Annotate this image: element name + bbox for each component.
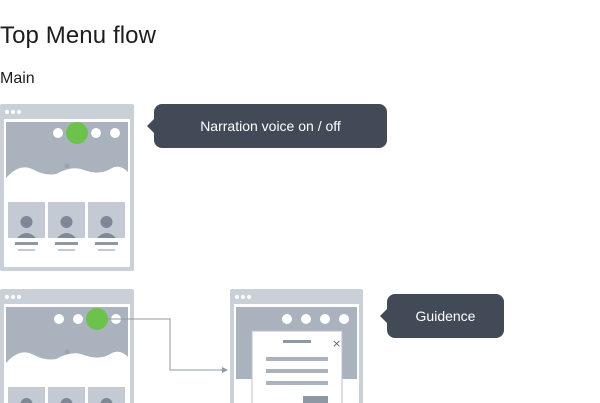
wireframe-main-screen [0, 104, 134, 271]
hero-image [6, 122, 128, 194]
wireframe-guidance-popup: × [230, 289, 363, 403]
callout-narration: Narration voice on / off [147, 104, 387, 148]
highlight-narration-toggle [66, 122, 88, 144]
close-icon: × [332, 337, 341, 350]
callout-guidance: Guidence [380, 294, 504, 338]
page-title: Top Menu flow [0, 22, 157, 49]
highlight-guidance-button [86, 308, 108, 330]
section-label: Main [0, 70, 35, 87]
flow-arrow [108, 318, 228, 373]
guidance-popup-card: × [251, 330, 343, 403]
profile-cards [8, 202, 125, 251]
wireframe-main-screen-guidance [0, 289, 134, 403]
